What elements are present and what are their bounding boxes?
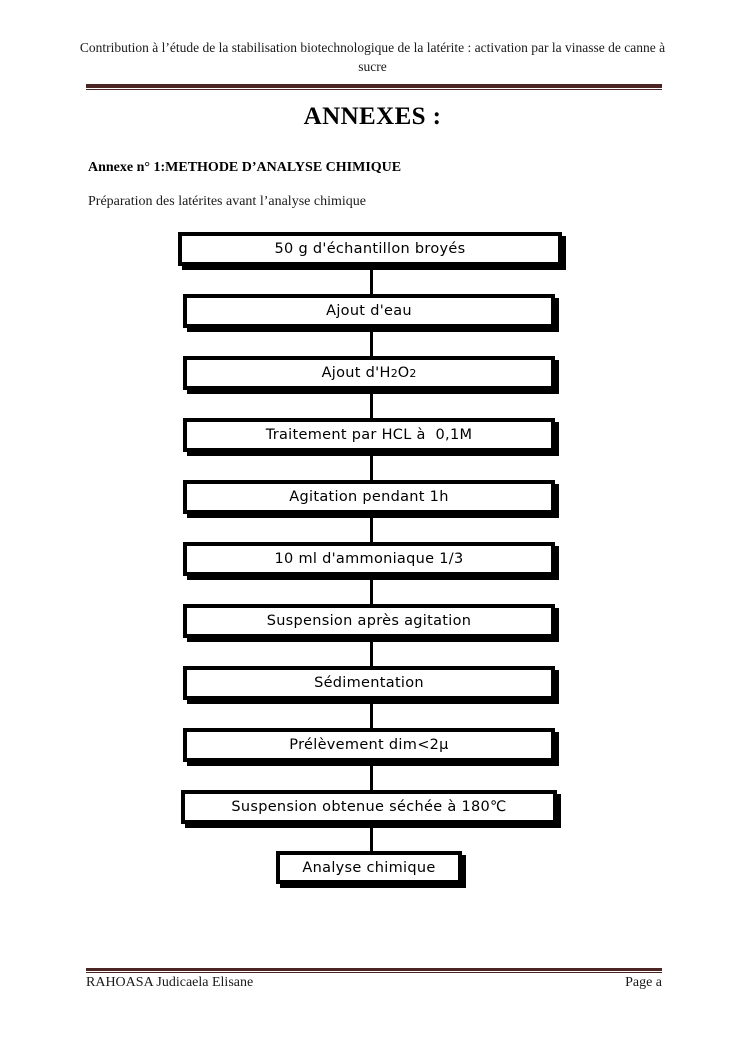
flow-node-ammonia[interactable]: 10 ml d'ammoniaque 1/3 (183, 542, 555, 576)
flow-node-chemical-analysis[interactable]: Analyse chimique (276, 851, 462, 884)
running-title: Contribution à l’étude de la stabilisati… (79, 40, 666, 74)
annexe-heading: Annexe n° 1:METHODE D’ANALYSE CHIMIQUE (88, 160, 402, 175)
flow-node-add-water[interactable]: Ajout d'eau (183, 294, 555, 328)
footer-rule (86, 968, 662, 974)
flow-connector (370, 327, 373, 356)
header-rule-gap (86, 88, 662, 89)
flow-node-sampling[interactable]: Prélèvement dim<2µ (183, 728, 555, 762)
page-header: Contribution à l’étude de la stabilisati… (0, 0, 745, 90)
flow-node-h2o2-sub1: 2 (390, 366, 398, 380)
flow-node-sedimentation[interactable]: Sédimentation (183, 666, 555, 700)
footer-author: RAHOASA Judicaela Elisane (86, 975, 254, 990)
flow-node-suspension-after-agitation[interactable]: Suspension après agitation (183, 604, 555, 638)
footer: RAHOASA Judicaela Elisane Page a (86, 975, 662, 991)
footer-page-number: Page a (625, 975, 662, 990)
header-rule-thick (86, 84, 662, 88)
footer-rule-thin (86, 972, 662, 973)
flow-node-hcl-treatment[interactable]: Traitement par HCL à 0,1M (183, 418, 555, 452)
flow-connector (370, 637, 373, 666)
flow-node-sample[interactable]: 50 g d'échantillon broyés (178, 232, 562, 266)
flow-connector (370, 575, 373, 604)
footer-rule-gap (86, 971, 662, 972)
header-rule-thin (86, 89, 662, 90)
flow-connector (370, 389, 373, 418)
flow-node-h2o2-mid: O (397, 365, 410, 381)
annexe-subtitle: Préparation des latérites avant l’analys… (88, 194, 366, 209)
flow-connector (370, 451, 373, 480)
page-title: ANNEXES : (303, 103, 442, 130)
flow-connector (370, 265, 373, 294)
flow-connector (370, 823, 373, 851)
flow-node-dried-suspension[interactable]: Suspension obtenue séchée à 180℃ (181, 790, 557, 824)
footer-rule-thick (86, 968, 662, 971)
flow-node-h2o2-sub2: 2 (409, 366, 417, 380)
header-rule (86, 84, 662, 91)
flow-connector (370, 699, 373, 728)
flow-node-agitation[interactable]: Agitation pendant 1h (183, 480, 555, 514)
flow-connector (370, 513, 373, 542)
flow-connector (370, 761, 373, 790)
flow-node-h2o2-prefix: Ajout d'H (321, 365, 391, 381)
